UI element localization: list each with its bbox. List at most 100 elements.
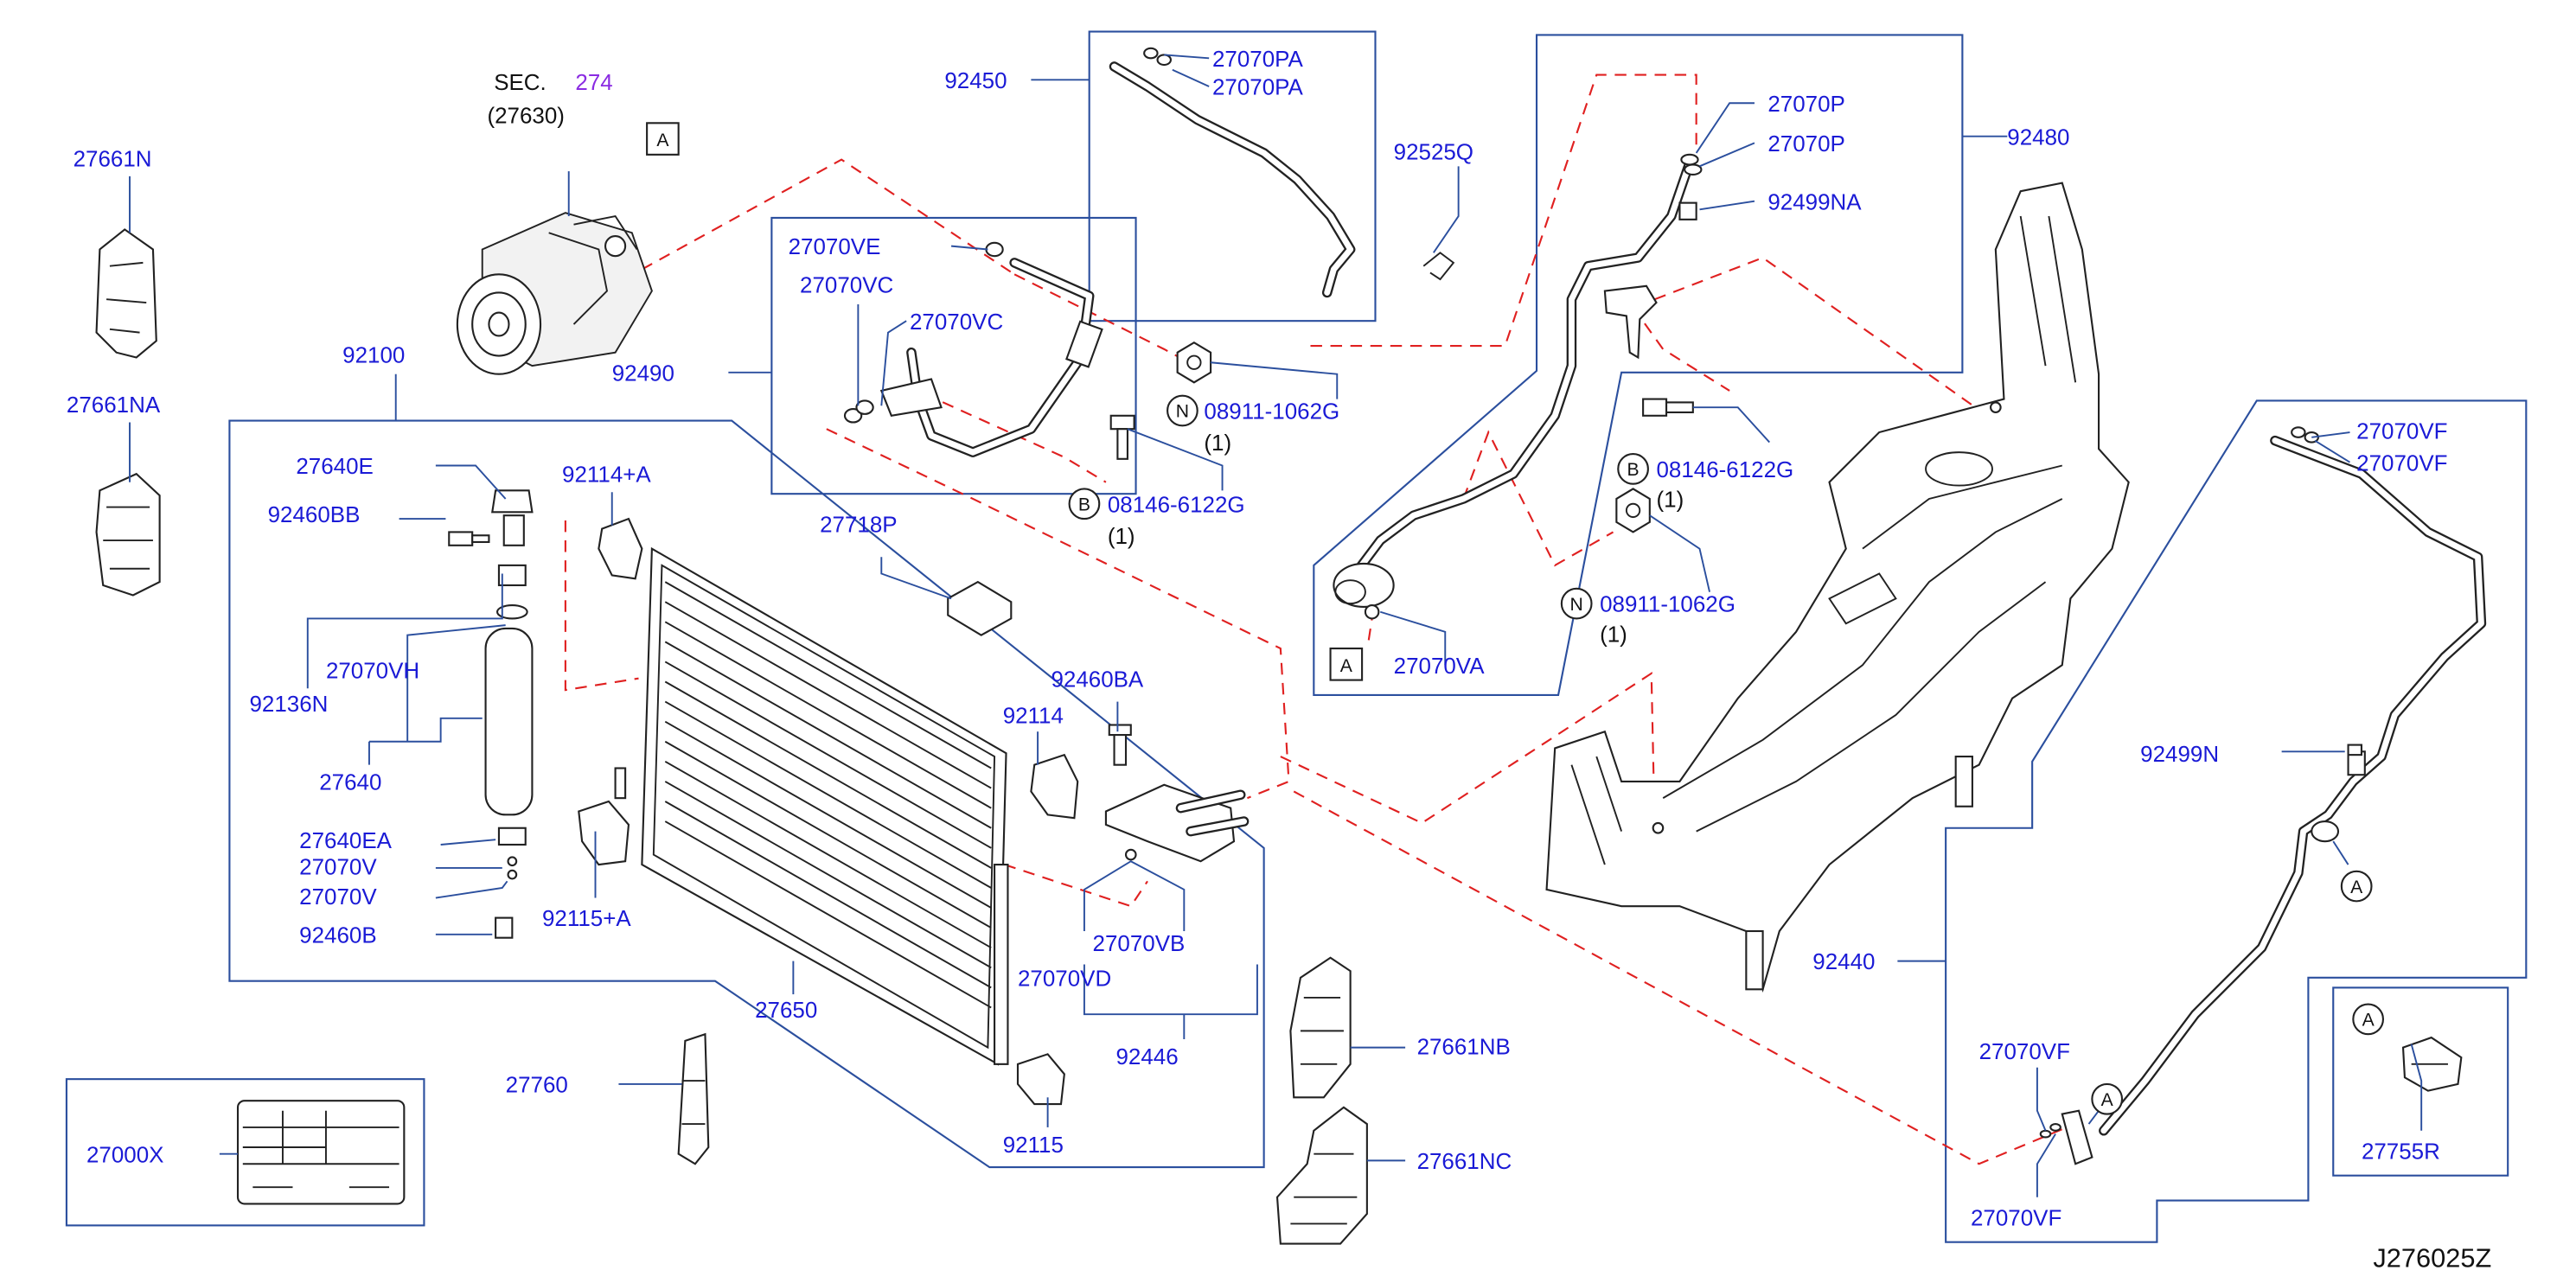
svg-text:N: N [1570, 595, 1583, 615]
part-27070VH: 27070VH [326, 658, 419, 684]
vehicle-body-structure [1545, 182, 2130, 993]
svg-text:A: A [2101, 1090, 2114, 1110]
bracket-92114 [1030, 753, 1079, 820]
part-27070VB: 27070VB [1093, 930, 1186, 956]
section-a-marker-1: A [646, 122, 680, 156]
part-27070PA-1: 27070PA [1212, 46, 1304, 72]
part-92480: 92480 [2007, 124, 2069, 150]
a-circle-marker-2: A [2091, 1082, 2124, 1115]
block-92446 [1104, 724, 1250, 863]
part-08146-6122G-1: 08146-6122G [1108, 491, 1245, 517]
part-27661NA: 27661NA [67, 392, 161, 418]
group-box-27755R [2332, 986, 2509, 1177]
part-27070V-2: 27070V [299, 884, 377, 910]
part-08146-6122G-2: 08146-6122G [1657, 456, 1794, 482]
svg-text:A: A [2350, 878, 2363, 897]
svg-text:A: A [1340, 656, 1353, 676]
qty-2: (1) [1108, 523, 1135, 549]
part-27070VE: 27070VE [789, 233, 881, 259]
part-27070VF-1: 27070VF [2356, 418, 2447, 444]
part-27640: 27640 [319, 769, 381, 795]
leader-lines [129, 54, 2423, 1197]
b-marker-1: B [1068, 488, 1101, 520]
section-number: 274 [575, 69, 612, 95]
nut-08911-2 [1615, 488, 1651, 533]
bracket-27760 [677, 1032, 710, 1165]
part-27661NC: 27661NC [1417, 1148, 1512, 1174]
part-08911-1062G-2: 08911-1062G [1600, 591, 1735, 617]
part-labels: SEC. 274 (27630) 27661N 27661NA 92100 27… [67, 46, 2491, 1273]
pipe-92440 [2039, 426, 2487, 1165]
n-marker-2: N [1560, 587, 1593, 620]
bolt-08146-2 [1642, 398, 1694, 417]
qty-1: (1) [1204, 430, 1231, 456]
bracket-27661N [95, 228, 157, 359]
part-27000X: 27000X [86, 1141, 163, 1167]
part-92136N: 92136N [249, 691, 328, 717]
part-27640E: 27640E [296, 453, 373, 479]
svg-text:A: A [656, 131, 669, 150]
bracket-92115A [578, 767, 630, 866]
part-92450: 92450 [944, 67, 1007, 93]
group-box-92450 [1088, 30, 1377, 322]
part-92460B: 92460B [299, 922, 376, 948]
group-box-92480 [1313, 34, 1964, 696]
part-27661NB: 27661NB [1417, 1033, 1511, 1059]
receiver-drier-27640 [484, 489, 534, 939]
part-27755R: 27755R [2362, 1138, 2440, 1164]
part-27070VC-1: 27070VC [800, 271, 893, 297]
routing-dashed-lines [564, 73, 2080, 1165]
part-27070VF-2: 27070VF [2356, 450, 2447, 476]
part-92460BA: 92460BA [1051, 666, 1143, 692]
part-27650: 27650 [755, 997, 817, 1023]
a-circle-marker-3: A [2352, 1003, 2385, 1036]
bracket-92115 [1016, 1053, 1065, 1106]
part-27070P-2: 27070P [1767, 131, 1844, 156]
part-27661N: 27661N [74, 145, 152, 171]
a-circle-marker-1: A [2340, 870, 2373, 903]
diagram-id: J276025Z [2373, 1242, 2491, 1273]
part-92440: 92440 [1812, 948, 1875, 974]
part-92115: 92115 [1003, 1132, 1064, 1158]
part-92525Q: 92525Q [1394, 139, 1473, 165]
bracket-27661NB [1289, 956, 1352, 1099]
group-box-92440 [1945, 399, 2528, 1243]
part-92446: 92446 [1115, 1044, 1178, 1069]
section-a-marker-2: A [1329, 647, 1364, 681]
part-92115A: 92115+A [542, 905, 631, 931]
pipe-92450 [1109, 47, 1356, 298]
svg-text:N: N [1176, 402, 1189, 422]
part-08911-1062G-1: 08911-1062G [1204, 399, 1339, 424]
cap-92499N [2347, 744, 2363, 756]
part-27070P-1: 27070P [1767, 91, 1844, 117]
group-box-92100 [228, 419, 1265, 1169]
bolt-08146-1 [1109, 414, 1135, 460]
part-92499N: 92499N [2140, 741, 2219, 767]
qty-4: (1) [1600, 621, 1627, 647]
group-box-27000X [65, 1078, 425, 1227]
part-27070PA-2: 27070PA [1212, 74, 1304, 100]
hose-92480 [1333, 153, 1703, 609]
nut-08911-1 [1176, 341, 1212, 384]
section-label: SEC. [494, 69, 547, 95]
part-27070VA: 27070VA [1394, 653, 1486, 679]
svg-text:B: B [1627, 460, 1640, 480]
bracket-27661NC [1275, 1106, 1368, 1245]
part-27760: 27760 [506, 1072, 568, 1098]
svg-text:B: B [1078, 495, 1090, 514]
part-27070VF-4: 27070VF [1971, 1204, 2061, 1230]
hose-92490 [843, 241, 1103, 457]
part-92490: 92490 [612, 360, 674, 386]
part-92499NA: 92499NA [1767, 188, 1862, 214]
svg-text:A: A [2362, 1011, 2375, 1031]
clip-92525Q [1422, 252, 1455, 281]
part-27070VF-3: 27070VF [1979, 1038, 2070, 1064]
oring-27070VA [1364, 603, 1380, 620]
compressor-27630 [456, 212, 653, 375]
part-27070V-1: 27070V [299, 854, 377, 880]
part-27070VC-2: 27070VC [910, 309, 1003, 335]
bracket-92114A [598, 517, 643, 580]
bolt-92460BB [448, 531, 490, 546]
